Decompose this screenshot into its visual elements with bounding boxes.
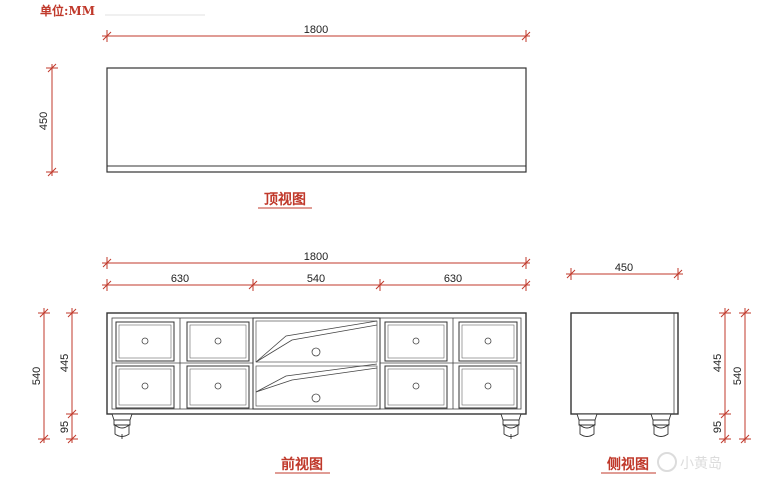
front-segment-left-label: 630 <box>171 273 189 285</box>
drawer-knob <box>484 337 492 345</box>
leg <box>576 413 598 437</box>
drawer-knob <box>141 382 149 390</box>
side-depth-label: 450 <box>615 262 633 274</box>
drawer-knob <box>412 382 420 390</box>
front-view: 1800 630 540 630 540 <box>31 251 531 474</box>
leg <box>500 413 522 437</box>
side-height-leg-label: 95 <box>712 421 724 433</box>
top-depth-label: 450 <box>38 112 50 130</box>
side-cabinet-outline <box>570 312 679 415</box>
front-height-total-label: 540 <box>31 367 43 385</box>
side-height-body-label: 445 <box>712 354 724 372</box>
front-height-dimension: 540 445 95 <box>31 308 78 444</box>
side-legs <box>576 413 672 437</box>
drawer-knob <box>412 337 420 345</box>
side-view: 450 445 95 540 侧视图 <box>566 262 751 474</box>
watermark-text: 小黄岛 <box>680 455 722 472</box>
drawer-knob <box>484 382 492 390</box>
front-segment-middle-label: 540 <box>307 273 325 285</box>
front-width-label: 1800 <box>304 251 328 263</box>
top-outline <box>106 67 527 173</box>
front-height-body-label: 445 <box>59 354 71 372</box>
side-height-total-label: 540 <box>732 367 744 385</box>
front-segment-dimension: 630 540 630 <box>102 273 531 291</box>
drawer-knob <box>214 382 222 390</box>
leg <box>650 413 672 437</box>
front-width-dimension: 1800 <box>102 251 531 269</box>
top-depth-dimension: 450 <box>38 63 58 177</box>
drawer-knob <box>311 347 321 357</box>
front-legs <box>111 413 522 439</box>
drawer <box>458 321 518 362</box>
front-view-title: 前视图 <box>281 456 323 473</box>
top-width-dimension: 1800 <box>102 24 531 42</box>
top-view-title: 顶视图 <box>264 191 306 208</box>
drawer-knob <box>214 337 222 345</box>
front-left-drawers <box>112 318 253 409</box>
leg <box>111 413 133 437</box>
drawer-knob <box>311 393 321 403</box>
watermark: 小黄岛 <box>657 452 722 472</box>
top-width-label: 1800 <box>304 24 328 36</box>
drawer-knob <box>141 337 149 345</box>
front-height-leg-label: 95 <box>59 421 71 433</box>
front-middle-panel <box>252 317 381 410</box>
unit-label: 单位:MM <box>40 3 95 18</box>
side-depth-dimension: 450 <box>566 262 683 280</box>
side-view-title: 侧视图 <box>607 456 649 473</box>
front-right-drawers <box>380 318 521 409</box>
side-height-dimension: 445 95 540 <box>712 308 751 444</box>
top-view: 1800 450 顶视图 <box>38 24 531 209</box>
front-segment-right-label: 630 <box>444 273 462 285</box>
